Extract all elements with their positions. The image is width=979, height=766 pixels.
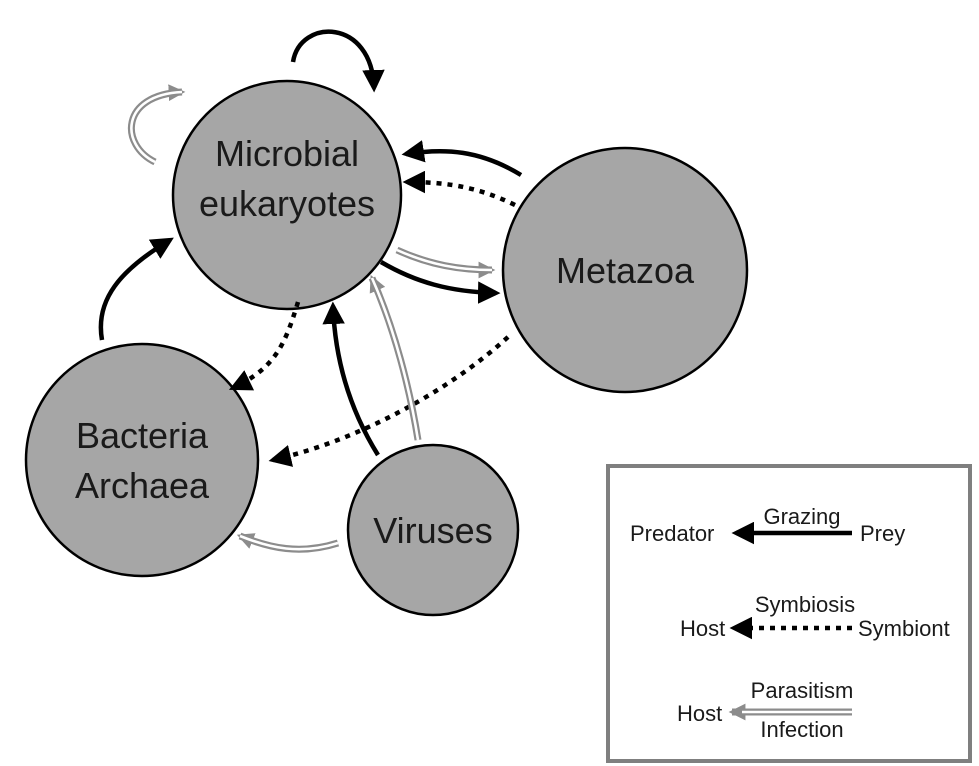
parasitism-arrow-eukaryote-self-loop (128, 84, 186, 166)
legend-parasitism: Parasitism Host Infection (677, 678, 853, 742)
legend-grazing-right: Prey (860, 521, 905, 546)
grazing-arrow-eukaryote-self-loop (290, 29, 385, 93)
viruses-label: Viruses (373, 510, 492, 551)
legend: Grazing Predator Prey Symbiosis Host Sym… (606, 464, 972, 763)
parasitism-arrow-viruses-to-bacteria (236, 532, 340, 553)
microbial-eukaryotes-label-line2: eukaryotes (199, 183, 375, 224)
legend-symbiosis: Symbiosis Host Symbiont (680, 592, 950, 641)
node-bacteria-archaea: Bacteria Archaea (24, 342, 260, 578)
bacteria-archaea-label-line2: Archaea (75, 465, 210, 506)
metazoa-label: Metazoa (556, 250, 695, 291)
node-microbial-eukaryotes: Microbial eukaryotes (171, 79, 403, 311)
legend-symbiosis-left: Host (680, 616, 725, 641)
legend-parasitism-title: Parasitism (751, 678, 854, 703)
grazing-arrow-bacteria-to-eukaryotes (98, 237, 174, 341)
parasitism-arrow-viruses-to-eukaryotes (368, 274, 422, 441)
legend-grazing: Grazing Predator Prey (630, 504, 905, 546)
legend-parasitism-subtitle: Infection (760, 717, 843, 742)
legend-grazing-title: Grazing (763, 504, 840, 529)
grazing-arrow-eukaryotes-to-metazoa-top (401, 140, 523, 177)
grazing-arrow-metazoa-from-eukaryotes (379, 260, 501, 304)
parasitism-arrow-eukaryotes-to-metazoa (395, 246, 496, 279)
legend-grazing-left: Predator (630, 521, 714, 546)
legend-parasitism-left: Host (677, 701, 722, 726)
legend-symbiosis-right: Symbiont (858, 616, 950, 641)
symbiosis-arrow-metazoa-to-bacteria (268, 335, 510, 467)
symbiosis-arrow-eukaryotes-to-bacteria (228, 301, 301, 391)
legend-symbiosis-title: Symbiosis (755, 592, 855, 617)
node-viruses: Viruses (346, 443, 520, 617)
symbiosis-arrow-metazoa-to-eukaryotes (402, 170, 516, 208)
grazing-arrow-viruses-to-eukaryotes (322, 301, 380, 457)
microbial-eukaryotes-label-line1: Microbial (215, 133, 359, 174)
node-metazoa: Metazoa (501, 146, 749, 394)
bacteria-archaea-label-line1: Bacteria (76, 415, 209, 456)
